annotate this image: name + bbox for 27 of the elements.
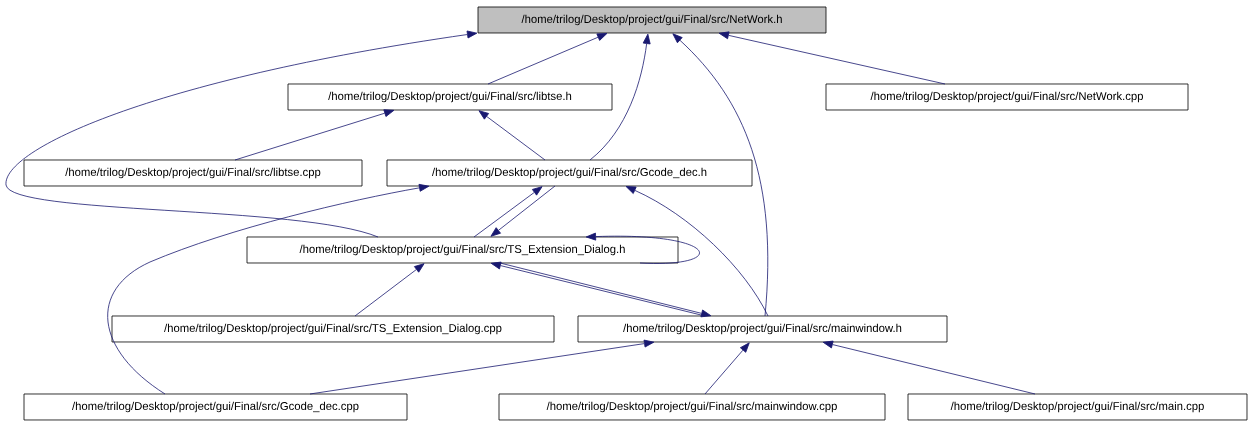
arrow <box>718 31 946 85</box>
file-box: /home/trilog/Desktop/project/gui/Final/src/main.cpp <box>907 393 1248 421</box>
arrow <box>490 185 556 237</box>
file-box: /home/trilog/Desktop/project/gui/Final/src/NetWork.h <box>477 6 827 34</box>
arrow <box>107 183 430 395</box>
arrow <box>234 109 395 161</box>
arrow <box>309 339 655 395</box>
file-box: /home/trilog/Desktop/project/gui/Final/src/Gcode_dec.h <box>386 159 753 187</box>
file-box: /home/trilog/Desktop/project/gui/Final/src/libtse.cpp <box>23 159 363 187</box>
arrow <box>672 33 769 317</box>
file-box: /home/trilog/Desktop/project/gui/Final/src/Gcode_dec.cpp <box>23 393 408 421</box>
file-box: /home/trilog/Desktop/project/gui/Final/src/mainwindow.cpp <box>498 393 886 421</box>
arrow <box>822 340 1036 395</box>
file-box: /home/trilog/Desktop/project/gui/Final/src/NetWork.cpp <box>825 83 1189 111</box>
arrow <box>478 110 546 161</box>
file-box: /home/trilog/Desktop/project/gui/Final/src/libtse.h <box>287 83 613 111</box>
arrow <box>585 232 700 264</box>
arrow <box>704 342 750 395</box>
arrow <box>473 186 543 238</box>
arrow <box>589 33 651 161</box>
file-box: /home/trilog/Desktop/project/gui/Final/src/mainwindow.h <box>577 315 948 343</box>
file-box: /home/trilog/Desktop/project/gui/Final/src/TS_Extension_Dialog.h <box>246 236 679 264</box>
arrow <box>487 33 608 85</box>
arrow <box>354 263 425 317</box>
arrow <box>5 30 478 238</box>
file-box: /home/trilog/Desktop/project/gui/Final/src/TS_Extension_Dialog.cpp <box>111 315 555 343</box>
arrow <box>625 186 769 317</box>
